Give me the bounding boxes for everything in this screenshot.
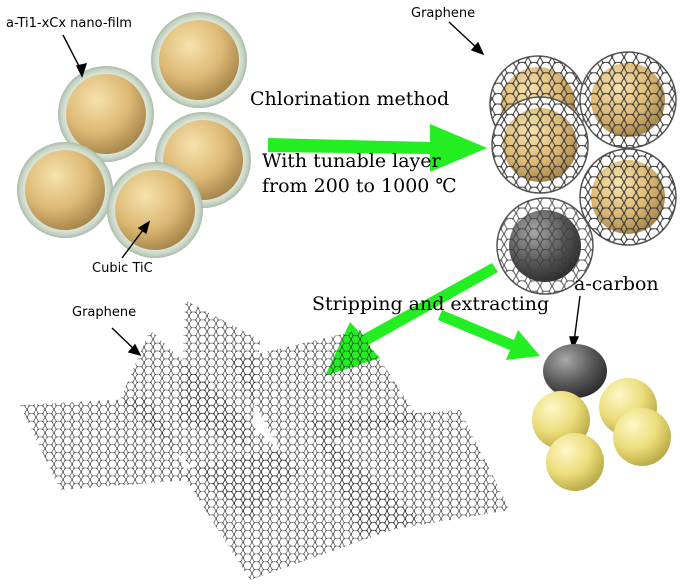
graphene-cage-cluster bbox=[488, 50, 678, 296]
graphene-top-label: Graphene bbox=[411, 6, 475, 21]
graphene-bottom-label: Graphene bbox=[72, 305, 136, 320]
nanofilm-label: a-Ti1-xCx nano-film bbox=[6, 16, 132, 31]
a-carbon-label: a-carbon bbox=[574, 273, 659, 295]
extracted-spheres bbox=[532, 344, 671, 491]
chlorination-label: Chlorination method bbox=[250, 88, 449, 110]
nanofilm-sphere-cluster bbox=[17, 12, 251, 258]
stripping-label: Stripping and extracting bbox=[312, 293, 549, 315]
graphene-sheets bbox=[20, 300, 510, 580]
tunable-layer-line1: With tunable layer bbox=[262, 150, 441, 172]
cubic-tic-label: Cubic TiC bbox=[92, 261, 153, 276]
tunable-layer-line2: from 200 to 1000 ℃ bbox=[262, 175, 457, 197]
